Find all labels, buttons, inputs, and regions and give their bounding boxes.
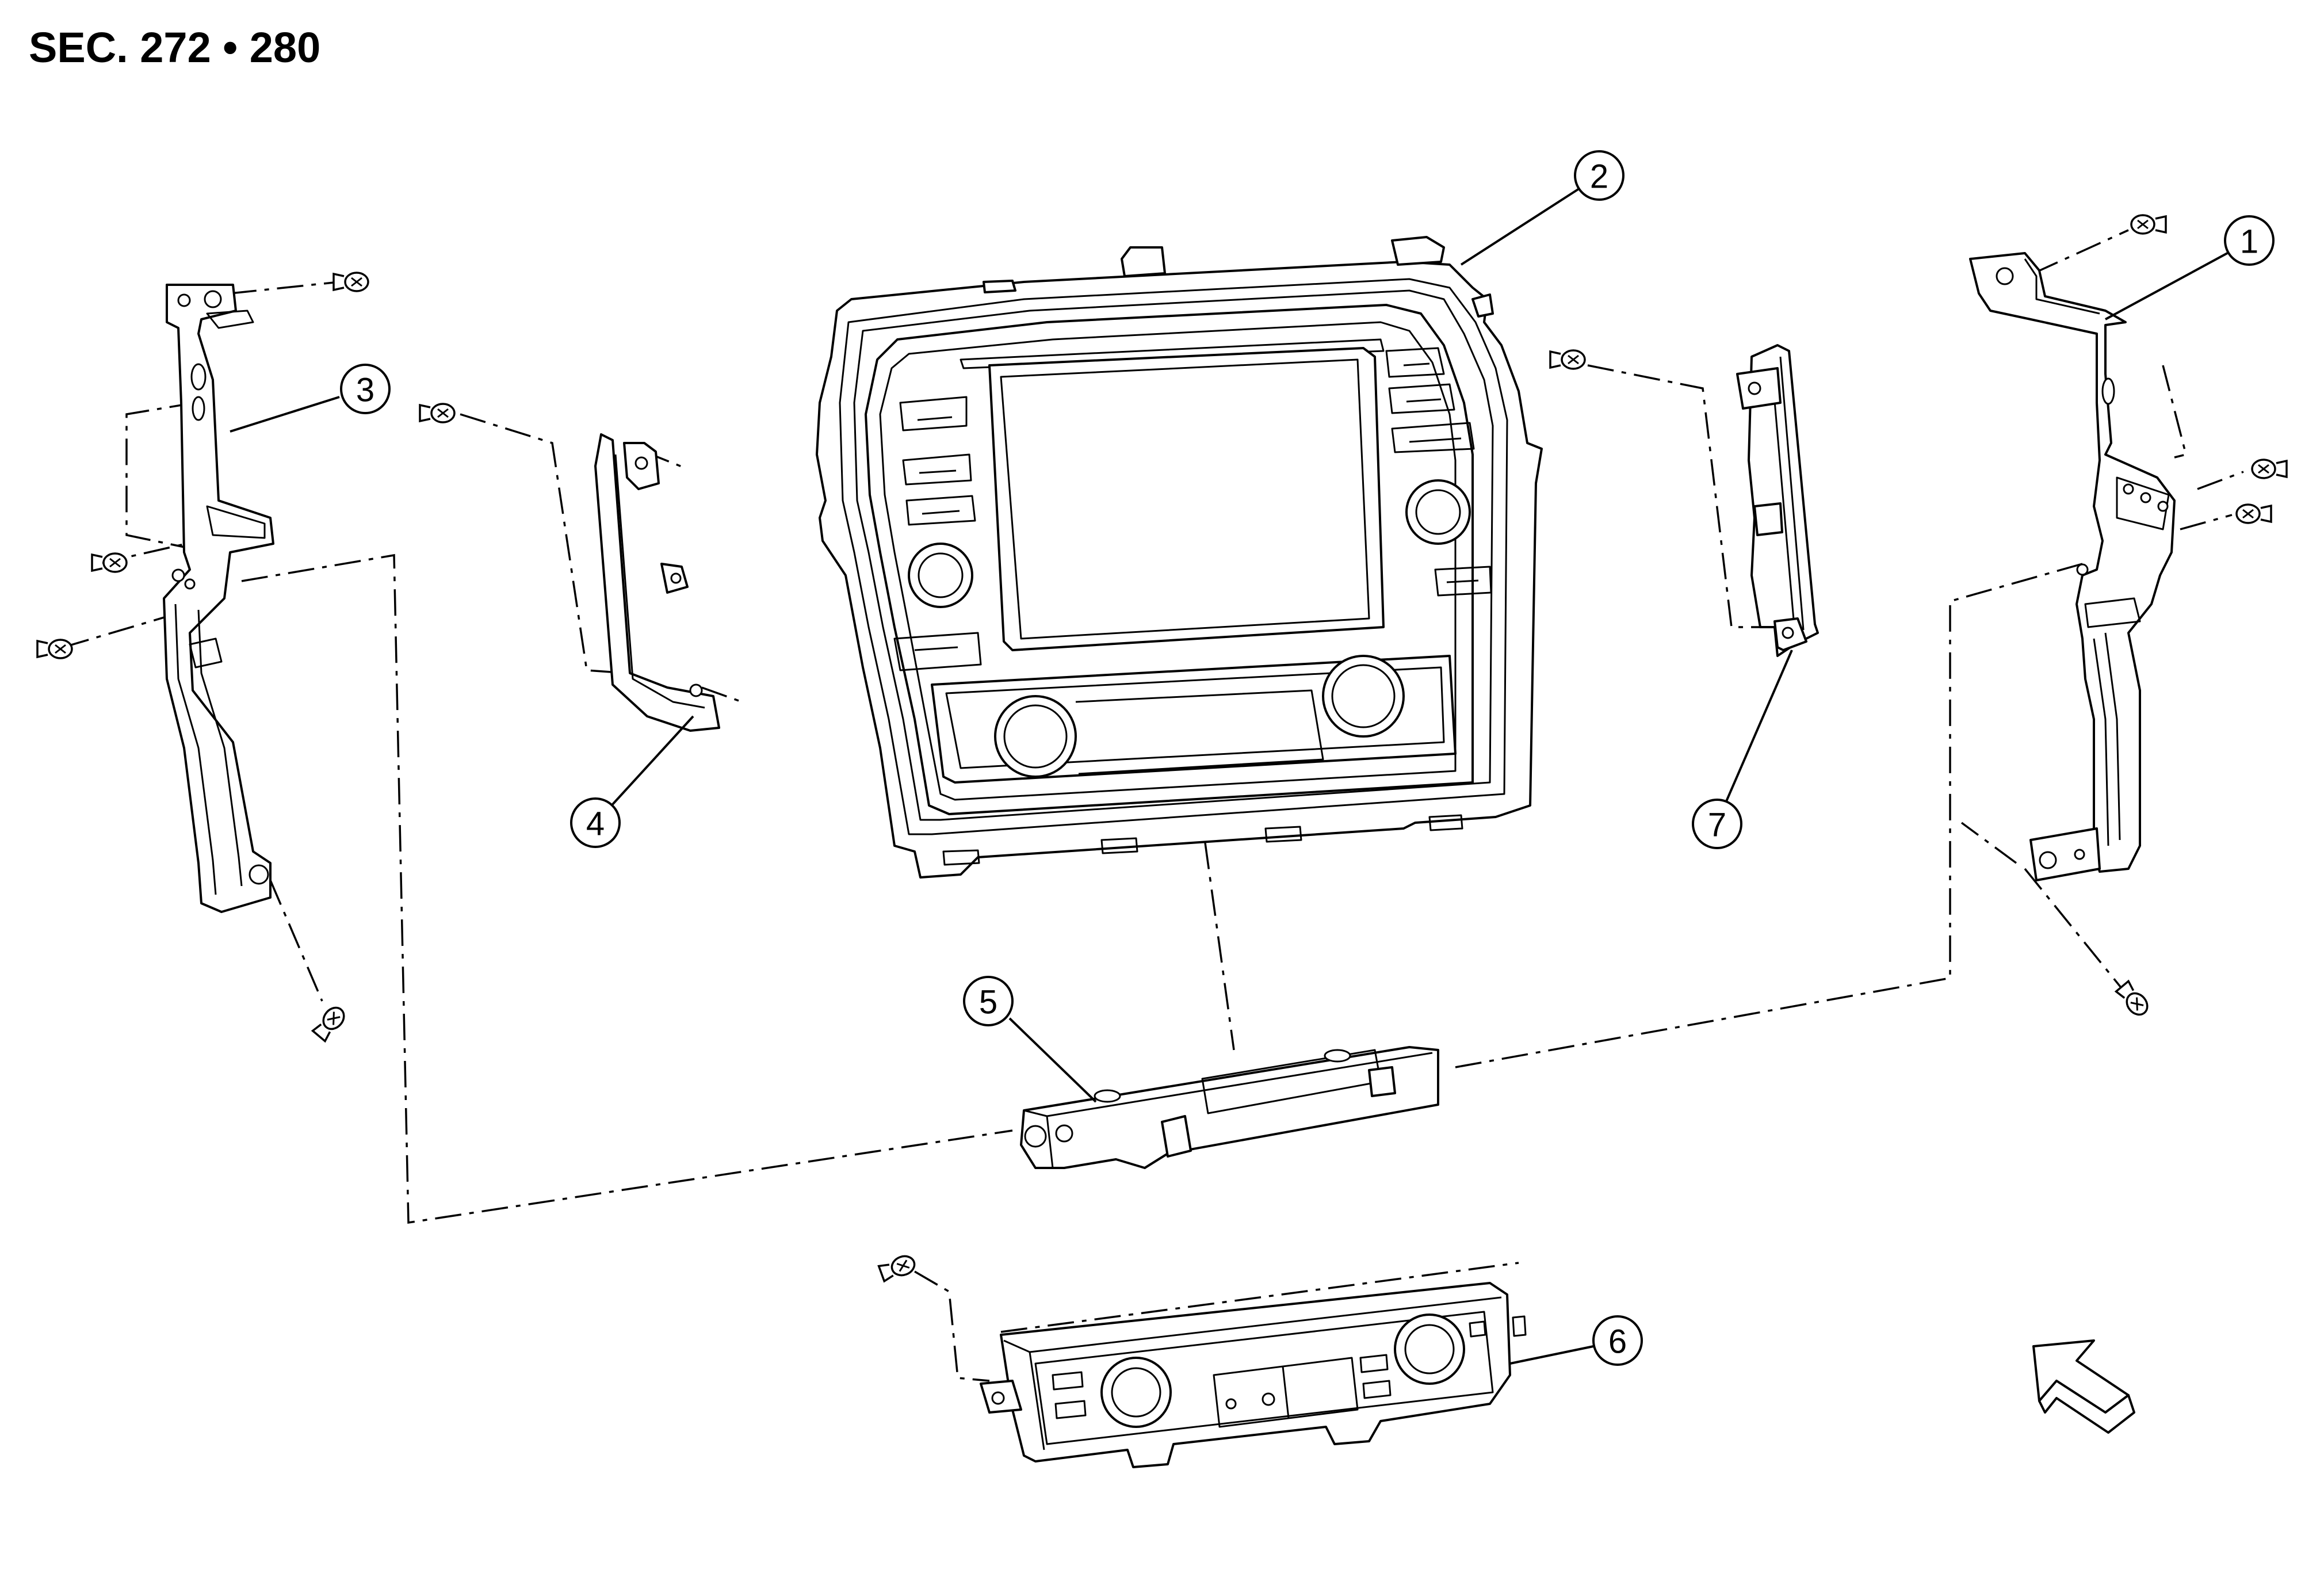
right-bracket bbox=[1969, 252, 2176, 881]
screw-icon bbox=[419, 403, 456, 423]
svg-text:3: 3 bbox=[356, 372, 374, 409]
screw-icon bbox=[2251, 459, 2288, 479]
section-title: SEC. 272 • 280 bbox=[29, 24, 320, 71]
svg-text:4: 4 bbox=[586, 805, 605, 843]
svg-text:6: 6 bbox=[1608, 1323, 1627, 1361]
svg-text:1: 1 bbox=[2240, 223, 2258, 261]
screw-icon bbox=[2235, 503, 2272, 524]
svg-text:5: 5 bbox=[979, 984, 997, 1021]
display-unit bbox=[816, 236, 1543, 879]
callout-4: 4 bbox=[570, 797, 621, 848]
left-bracket bbox=[163, 284, 274, 913]
screw-icon bbox=[311, 1002, 349, 1043]
callout-3: 3 bbox=[340, 364, 391, 414]
svg-text:7: 7 bbox=[1708, 807, 1726, 844]
screw-icon bbox=[1549, 349, 1586, 370]
callouts: 1 2 3 4 5 6 bbox=[230, 150, 2275, 1366]
side-bracket-right bbox=[1736, 344, 1819, 657]
svg-text:2: 2 bbox=[1590, 158, 1608, 196]
screw-icon bbox=[91, 552, 128, 573]
screw-icon bbox=[36, 639, 73, 659]
ac-control-panel bbox=[980, 1282, 1527, 1468]
control-unit bbox=[1020, 1046, 1439, 1169]
screw-icon bbox=[877, 1252, 919, 1284]
screw-icon bbox=[2130, 214, 2167, 235]
screw-icon bbox=[332, 272, 369, 292]
callout-2: 2 bbox=[1574, 150, 1624, 201]
callout-5: 5 bbox=[963, 976, 1014, 1026]
front-arrow-icon bbox=[2032, 1339, 2135, 1434]
side-bracket-left bbox=[594, 433, 720, 732]
callout-7: 7 bbox=[1692, 799, 1742, 849]
callout-1: 1 bbox=[2224, 215, 2275, 266]
callout-6: 6 bbox=[1592, 1315, 1643, 1366]
